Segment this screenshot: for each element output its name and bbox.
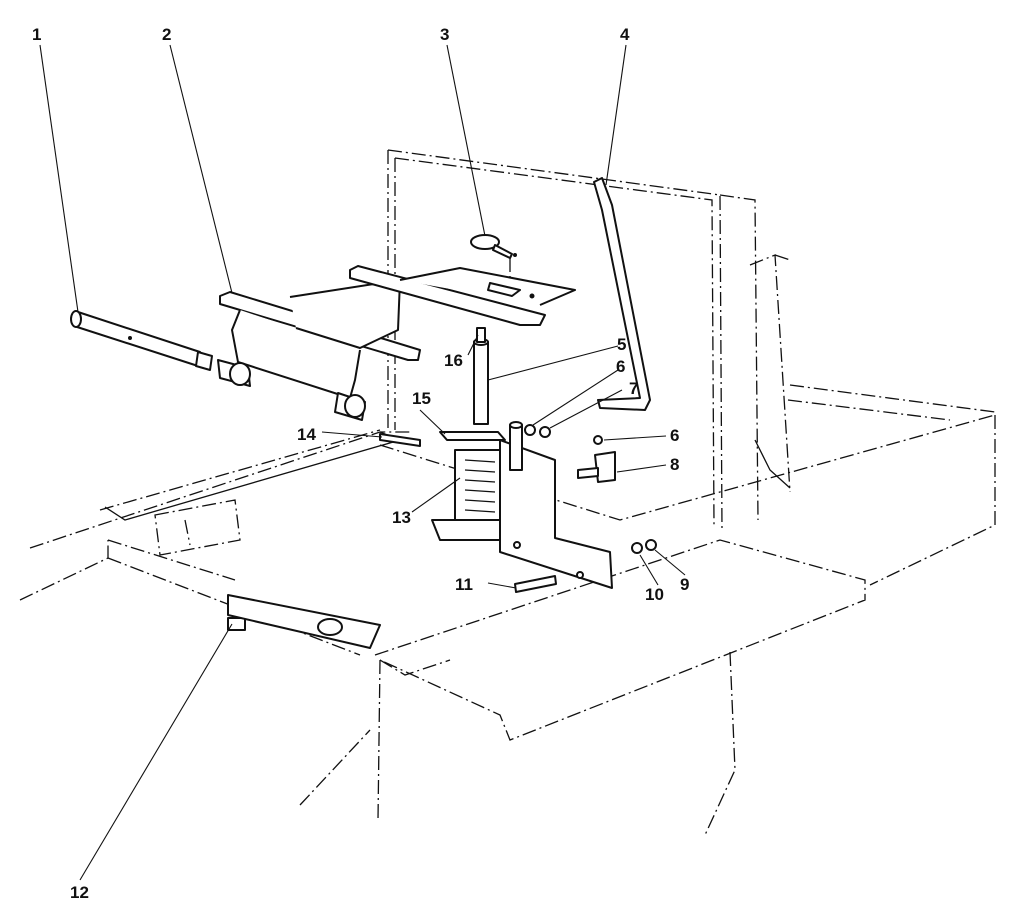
callout-16: 16: [444, 351, 463, 370]
callout-11: 11: [455, 575, 473, 594]
cabinet-frame: [19, 254, 996, 836]
rod-part-4: [593, 177, 651, 411]
callout-10: 10: [645, 585, 664, 604]
upper-plate: [349, 265, 576, 326]
callout-14: 14: [297, 425, 316, 444]
callout-7: 7: [629, 379, 638, 398]
shaft-part-1: [70, 310, 213, 371]
eye-bolt-part-3: [470, 234, 517, 278]
back-panel: [387, 149, 759, 531]
callout-13: 13: [392, 508, 411, 527]
callout-5: 5: [617, 335, 626, 354]
mount-bracket: [499, 421, 613, 589]
callout-2: 2: [162, 25, 171, 44]
callout-8: 8: [670, 455, 679, 474]
callout-labels: 1 2 3 4 5 6 7 6 8 9 10 11 12 13 14 15 16: [32, 25, 689, 902]
post-part-5: [473, 327, 489, 425]
lever-bracket-part-2: [217, 279, 421, 421]
callout-9: 9: [680, 575, 689, 594]
callout-3: 3: [440, 25, 449, 44]
callout-6a: 6: [616, 357, 625, 376]
callout-12: 12: [70, 883, 89, 902]
leader-lines: [39, 44, 686, 881]
callout-4: 4: [620, 25, 630, 44]
small-parts: [227, 424, 657, 649]
callout-6b: 6: [670, 426, 679, 445]
spring-part-13: [431, 431, 506, 541]
callout-1: 1: [32, 25, 41, 44]
callout-15: 15: [412, 389, 431, 408]
